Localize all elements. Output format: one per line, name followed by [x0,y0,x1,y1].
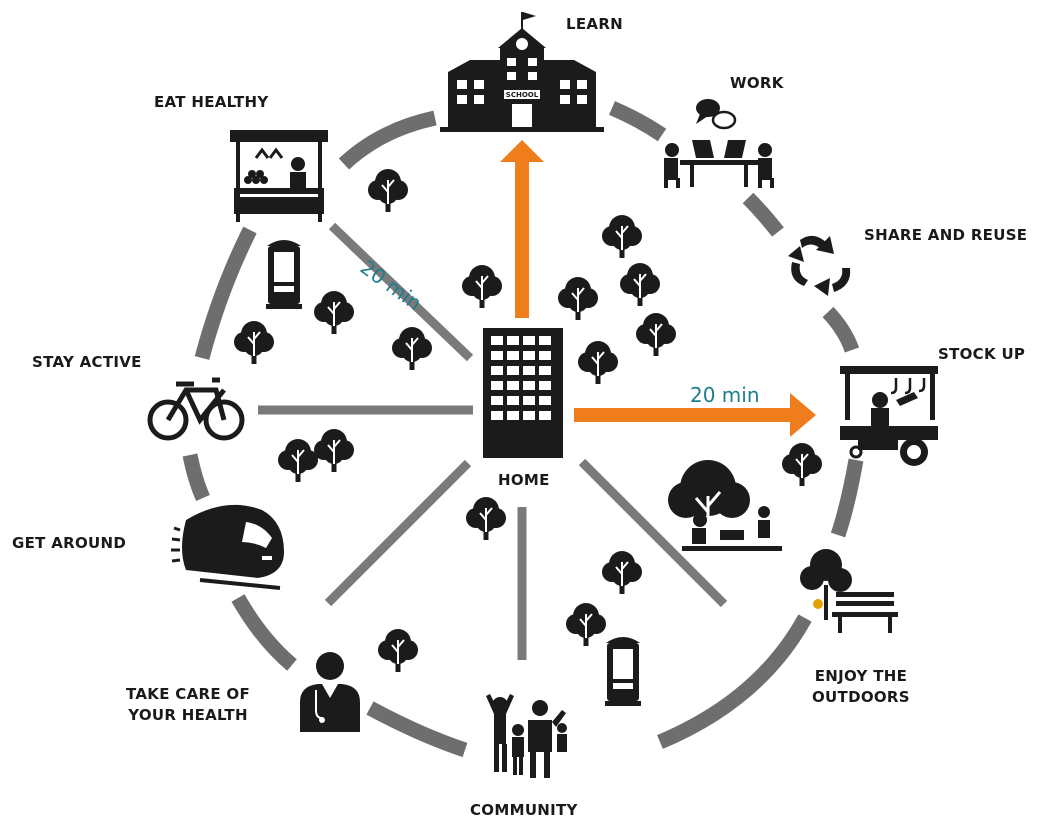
ring-segment [231,594,297,671]
ring-segment [657,614,812,749]
arrow-up-shaft [515,158,529,318]
label-learn: LEARN [566,15,624,33]
label-share: SHARE AND REUSE [864,226,1028,244]
arrow-right-shaft [574,408,796,422]
school-sign: SCHOOL [506,91,539,99]
tree-icon [635,312,677,357]
arrow-right-head [790,393,816,437]
tree-icon [313,428,355,473]
label-active: STAY ACTIVE [32,353,142,371]
label-outdoors-line2: OUTDOORS [812,688,910,706]
tree-icon [465,496,507,541]
tree-icon [565,602,607,647]
tree-icon [391,326,433,371]
label-health-line1: TAKE CARE OF [126,685,251,703]
arrow-up-head [500,140,544,162]
bicycle-icon [147,377,245,441]
outer-ring [182,101,864,758]
recycle-icon [788,235,851,296]
tree-icon [781,442,823,487]
tree-icon [601,214,643,259]
label-work: WORK [730,74,784,92]
ring-segment [194,226,257,360]
distance-label-horizontal: 20 min [690,383,760,407]
market-stall-icon [230,130,328,222]
spoke [328,222,474,362]
label-stock: STOCK UP [938,345,1026,363]
train-icon [171,504,284,590]
ring-segment [822,306,860,353]
tree-icon [313,290,355,335]
label-community: COMMUNITY [470,801,578,819]
tree-icon [367,168,409,213]
work-icon [664,99,774,188]
tree-icon [601,550,643,595]
tree-icon [557,276,599,321]
bench-icon [800,549,898,633]
kiosk-icon [605,637,641,706]
tree-icon [233,320,275,365]
kiosk-icon [266,240,302,309]
home-building-icon [483,328,563,458]
arrows [500,140,816,437]
label-home: HOME [498,471,550,489]
spoke [578,458,728,608]
label-eat: EAT HEALTHY [154,93,269,111]
tree-icon [377,628,419,673]
ring-segment [338,110,437,170]
tree-icon [277,438,319,483]
picnic-icon [668,460,782,551]
label-around: GET AROUND [12,534,127,552]
spokes [258,222,728,660]
ring-segment [366,701,468,758]
ring-segment [609,101,667,142]
food-cart-icon [840,366,938,466]
school-icon: SCHOOL [440,12,604,132]
tree-icon [619,262,661,307]
label-outdoors-line1: ENJOY THE [814,667,908,685]
label-health: TAKE CARE OF YOUR HEALTH [126,684,250,726]
spoke [324,459,472,607]
doctor-icon [300,652,360,732]
label-outdoors: ENJOY THE OUTDOORS [812,666,910,708]
ring-segment [742,192,784,237]
ring-segment [830,458,864,538]
family-icon [486,694,567,778]
label-health-line2: YOUR HEALTH [128,706,248,724]
ring-segment [182,453,210,502]
tree-icon [577,340,619,385]
tree-icon [461,264,503,309]
